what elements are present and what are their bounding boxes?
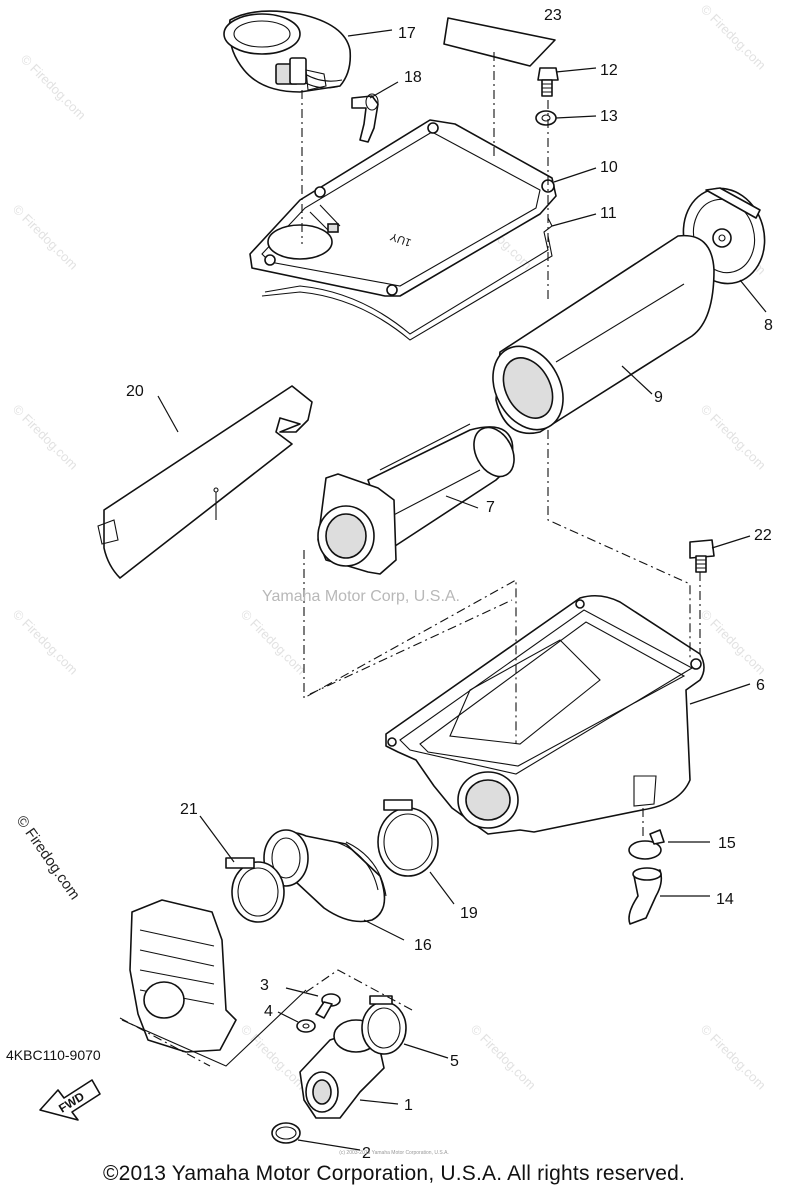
callout-4: 4	[264, 1003, 273, 1020]
part-3-screw	[315, 993, 341, 1019]
callout-1: 1	[404, 1097, 413, 1114]
callouts: 23 17 12 18 13 10 11 8 20 9 7 22 6 21 15…	[126, 7, 773, 1162]
wm-tile: © Firedog.com	[698, 1022, 769, 1093]
callout-10: 10	[600, 159, 618, 176]
wm-tile: © Firedog.com	[698, 2, 769, 73]
callout-8: 8	[764, 317, 773, 334]
callout-11: 11	[600, 205, 617, 222]
part-10-cover: 1UY	[249, 119, 557, 297]
callout-7: 7	[486, 499, 495, 516]
part-21-clamp	[225, 857, 285, 923]
part-17-duct	[223, 10, 352, 93]
part-20-plate	[97, 385, 313, 579]
callout-6: 6	[756, 677, 765, 694]
part-22-bolt	[689, 539, 715, 573]
part-9-filter	[492, 234, 715, 434]
part-18-breather	[351, 93, 379, 143]
part-16-boot	[263, 829, 387, 923]
wm-tile: © Firedog.com	[10, 402, 81, 473]
assembly-lines	[119, 52, 701, 1067]
copyright-notice: ©2013 Yamaha Motor Corporation, U.S.A. A…	[102, 1162, 686, 1185]
callout-5: 5	[450, 1053, 459, 1070]
wm-tile: © Firedog.com	[10, 202, 81, 273]
part-11-gasket	[261, 217, 553, 341]
part-2-oring	[271, 1122, 301, 1144]
wm-tile: © Firedog.com	[468, 1022, 539, 1093]
part-15-clip	[628, 829, 665, 860]
fwd-arrow-icon: FWD	[39, 1079, 101, 1121]
part-4-washer	[296, 1019, 316, 1033]
callout-21: 21	[180, 801, 198, 818]
engine-block	[121, 899, 307, 1067]
callout-17: 17	[398, 25, 416, 42]
callout-19: 19	[460, 905, 478, 922]
callout-13: 13	[600, 108, 618, 125]
wm-tile: © Firedog.com	[238, 1022, 309, 1093]
callout-20: 20	[126, 383, 144, 400]
wm-tile: © Firedog.com	[18, 52, 89, 123]
wm-tile: © Firedog.com	[10, 607, 81, 678]
part-19-clamp	[377, 799, 439, 877]
callout-16: 16	[414, 937, 432, 954]
side-watermark: © Firedog.com	[13, 813, 83, 904]
wm-tile: © Firedog.com	[698, 402, 769, 473]
callout-15: 15	[718, 835, 736, 852]
callout-23: 23	[544, 7, 562, 24]
fine-print: (c) 2003-2013 Yamaha Motor Corporation, …	[339, 1150, 449, 1156]
part-23-label	[443, 17, 556, 67]
part-5-clamp	[361, 995, 407, 1055]
callout-22: 22	[754, 527, 772, 544]
callout-12: 12	[600, 62, 618, 79]
callout-14: 14	[716, 891, 734, 908]
leader-lines	[157, 29, 767, 1151]
callout-3: 3	[260, 977, 269, 994]
center-watermark: Yamaha Motor Corp, U.S.A.	[262, 588, 460, 605]
callout-2: 2	[362, 1145, 371, 1162]
callout-9: 9	[654, 389, 663, 406]
part-12-bolt	[537, 67, 559, 97]
part-6-airbox	[385, 594, 705, 835]
part-1-joint	[299, 1019, 385, 1119]
part-7-tube	[317, 423, 515, 575]
wm-tile: © Firedog.com	[698, 607, 769, 678]
model-code: 4KBC110-9070	[6, 1047, 101, 1063]
callout-18: 18	[404, 69, 422, 86]
wm-tile: © Firedog.com	[238, 607, 309, 678]
part-14-drain	[628, 867, 663, 925]
part-13-washer	[535, 110, 557, 126]
